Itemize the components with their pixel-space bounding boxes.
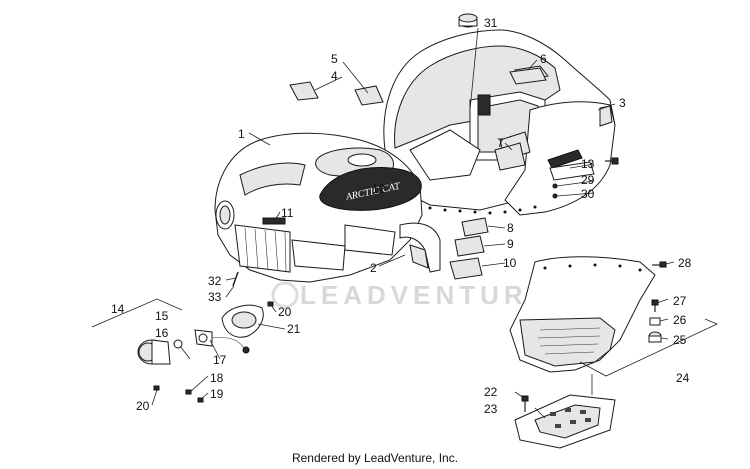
callout-21: 21 bbox=[287, 322, 301, 336]
callout-16: 16 bbox=[155, 326, 169, 340]
footwell bbox=[509, 256, 656, 373]
callout-27: 27 bbox=[673, 294, 687, 308]
callout-30: 30 bbox=[581, 187, 595, 201]
leader-lines bbox=[151, 27, 675, 419]
screw-22 bbox=[521, 395, 529, 412]
callout-18: 18 bbox=[210, 371, 224, 385]
group-brackets bbox=[91, 298, 718, 377]
watermark-text: LEADVENTURE bbox=[300, 280, 550, 310]
callout-4: 4 bbox=[331, 69, 338, 83]
callout-28: 28 bbox=[678, 256, 692, 270]
callout-3: 3 bbox=[619, 96, 626, 110]
callout-2: 2 bbox=[370, 261, 377, 275]
callout-11: 11 bbox=[281, 206, 294, 220]
callout-15: 15 bbox=[155, 309, 169, 323]
callout-14: 14 bbox=[111, 302, 125, 316]
callout-33: 33 bbox=[208, 290, 222, 304]
callout-1: 1 bbox=[238, 127, 245, 141]
callout-24: 24 bbox=[676, 371, 690, 385]
callout-13: 13 bbox=[581, 157, 595, 171]
callout-25: 25 bbox=[673, 333, 687, 347]
footer-credit: Rendered by LeadVenture, Inc. bbox=[291, 451, 459, 465]
callout-12: 12 bbox=[372, 182, 386, 196]
headlight-assembly bbox=[137, 329, 250, 365]
callout-5: 5 bbox=[331, 52, 338, 66]
decals-8-9-10 bbox=[449, 217, 489, 280]
callout-8: 8 bbox=[507, 221, 514, 235]
hardware-right bbox=[552, 157, 667, 343]
callout-32: 32 bbox=[208, 274, 222, 288]
callout-7: 7 bbox=[497, 136, 504, 150]
front-body bbox=[214, 132, 423, 283]
callout-numbers: 1 2 3 4 5 6 7 8 9 10 11 12 13 14 15 16 1… bbox=[111, 16, 692, 416]
footrest-plate bbox=[514, 394, 616, 449]
callout-6: 6 bbox=[540, 52, 547, 66]
callout-9: 9 bbox=[507, 237, 514, 251]
callout-26: 26 bbox=[673, 313, 687, 327]
decals-4-5 bbox=[289, 67, 595, 181]
headlight-bezel bbox=[221, 304, 264, 338]
callout-23: 23 bbox=[484, 402, 498, 416]
watermark-logo: LEADVENTURE bbox=[271, 280, 550, 310]
front-fender-flap bbox=[399, 222, 441, 273]
callout-20a: 20 bbox=[136, 399, 150, 413]
callout-20b: 20 bbox=[278, 305, 292, 319]
arctic-cat-decal: ARCTIC CAT bbox=[319, 166, 422, 211]
callout-22: 22 bbox=[484, 385, 498, 399]
callout-10: 10 bbox=[503, 256, 517, 270]
callout-29: 29 bbox=[581, 173, 595, 187]
callout-19: 19 bbox=[210, 387, 224, 401]
gas-cap bbox=[458, 13, 478, 28]
rear-body bbox=[383, 29, 616, 216]
callout-31: 31 bbox=[484, 16, 498, 30]
callout-17: 17 bbox=[213, 353, 227, 367]
